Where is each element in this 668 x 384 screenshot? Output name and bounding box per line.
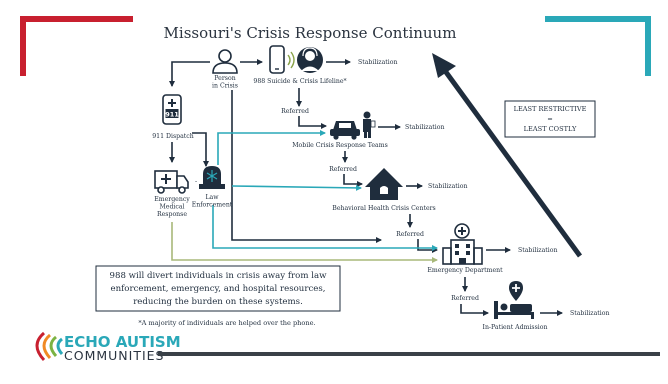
person-to-ed-line	[231, 90, 382, 243]
mobile-stabilization-label: Stabilization	[405, 124, 444, 131]
ed-label: Emergency Department	[427, 267, 503, 274]
referred-to-mobile-arrow	[298, 116, 327, 129]
bhcc-label: Behavioral Health Crisis Centers	[332, 205, 435, 212]
hospital-icon	[442, 223, 483, 265]
corner-accent-teal	[545, 16, 651, 76]
person-icon	[212, 49, 238, 74]
phone-icon	[269, 45, 285, 74]
referred-label-4: Referred	[451, 295, 479, 302]
siren-icon	[199, 166, 225, 189]
dispatch-to-law-line	[192, 132, 209, 167]
hospital-bed-icon	[494, 281, 534, 319]
referred-label-2: Referred	[329, 166, 357, 173]
logo-line1: ECHO AUTISM	[64, 333, 181, 351]
restrictive-box	[504, 100, 596, 138]
info-line1: 988 will divert individuals in crisis aw…	[110, 271, 328, 281]
footer-bar	[158, 352, 660, 356]
mobile-label: Mobile Crisis Response Teams	[292, 142, 388, 149]
restrictive-line1: LEAST RESTRICTIVE	[514, 105, 587, 113]
dash-text: -	[195, 178, 197, 185]
law-to-ed-teal-arrow	[212, 205, 438, 251]
ambulance-icon	[154, 170, 189, 194]
diagonal-arrowhead-icon	[432, 53, 456, 78]
bhcc-stabilization-label: Stabilization	[428, 183, 467, 190]
mobile-phone-911-icon: 911	[162, 94, 182, 125]
echo-logo-icon	[35, 331, 64, 362]
info-box	[95, 265, 341, 312]
lifeline-stabilization-label: Stabilization	[358, 59, 397, 66]
corner-accent-red	[20, 16, 133, 76]
footnote: *A majority of individuals are helped ov…	[138, 319, 315, 327]
page-title: Missouri's Crisis Response Continuum	[164, 24, 457, 42]
police-car-icon	[330, 121, 360, 140]
responder-icon	[363, 111, 376, 138]
ems-to-ed-olive-arrow	[171, 222, 438, 263]
house-icon	[365, 168, 403, 200]
restrictive-line2: =	[547, 115, 553, 123]
dispatch-label: 911 Dispatch	[152, 133, 193, 140]
inpatient-stabilization-label: Stabilization	[570, 310, 609, 317]
law-to-mobile-teal-arrow	[217, 130, 326, 165]
referred-to-inpatient-arrow	[460, 304, 489, 316]
ed-stabilization-label: Stabilization	[518, 247, 557, 254]
headset-operator-icon	[297, 47, 323, 73]
info-line2: enforcement, emergency, and hospital res…	[111, 284, 326, 294]
inpatient-label: In-Patient Admission	[483, 324, 548, 331]
signal-waves-icon	[287, 51, 295, 69]
dispatch-911-text: 911	[165, 111, 179, 119]
restrictive-line3: LEAST COSTLY	[524, 125, 577, 133]
logo-line2: COMMUNITIES	[64, 348, 164, 363]
referred-to-bhcc-arrow	[343, 174, 363, 187]
law-to-bhcc-teal-arrow	[231, 184, 362, 191]
lifeline-label: 988 Suicide & Crisis Lifeline*	[253, 78, 346, 85]
person-to-dispatch-arrow	[169, 61, 210, 87]
referred-label-1: Referred	[281, 108, 309, 115]
referred-to-ed-arrow	[417, 239, 438, 253]
restrictive-diagonal-arrow	[440, 66, 583, 258]
referred-label-3: Referred	[396, 231, 424, 238]
info-line3: reducing the burden on these systems.	[133, 297, 303, 307]
